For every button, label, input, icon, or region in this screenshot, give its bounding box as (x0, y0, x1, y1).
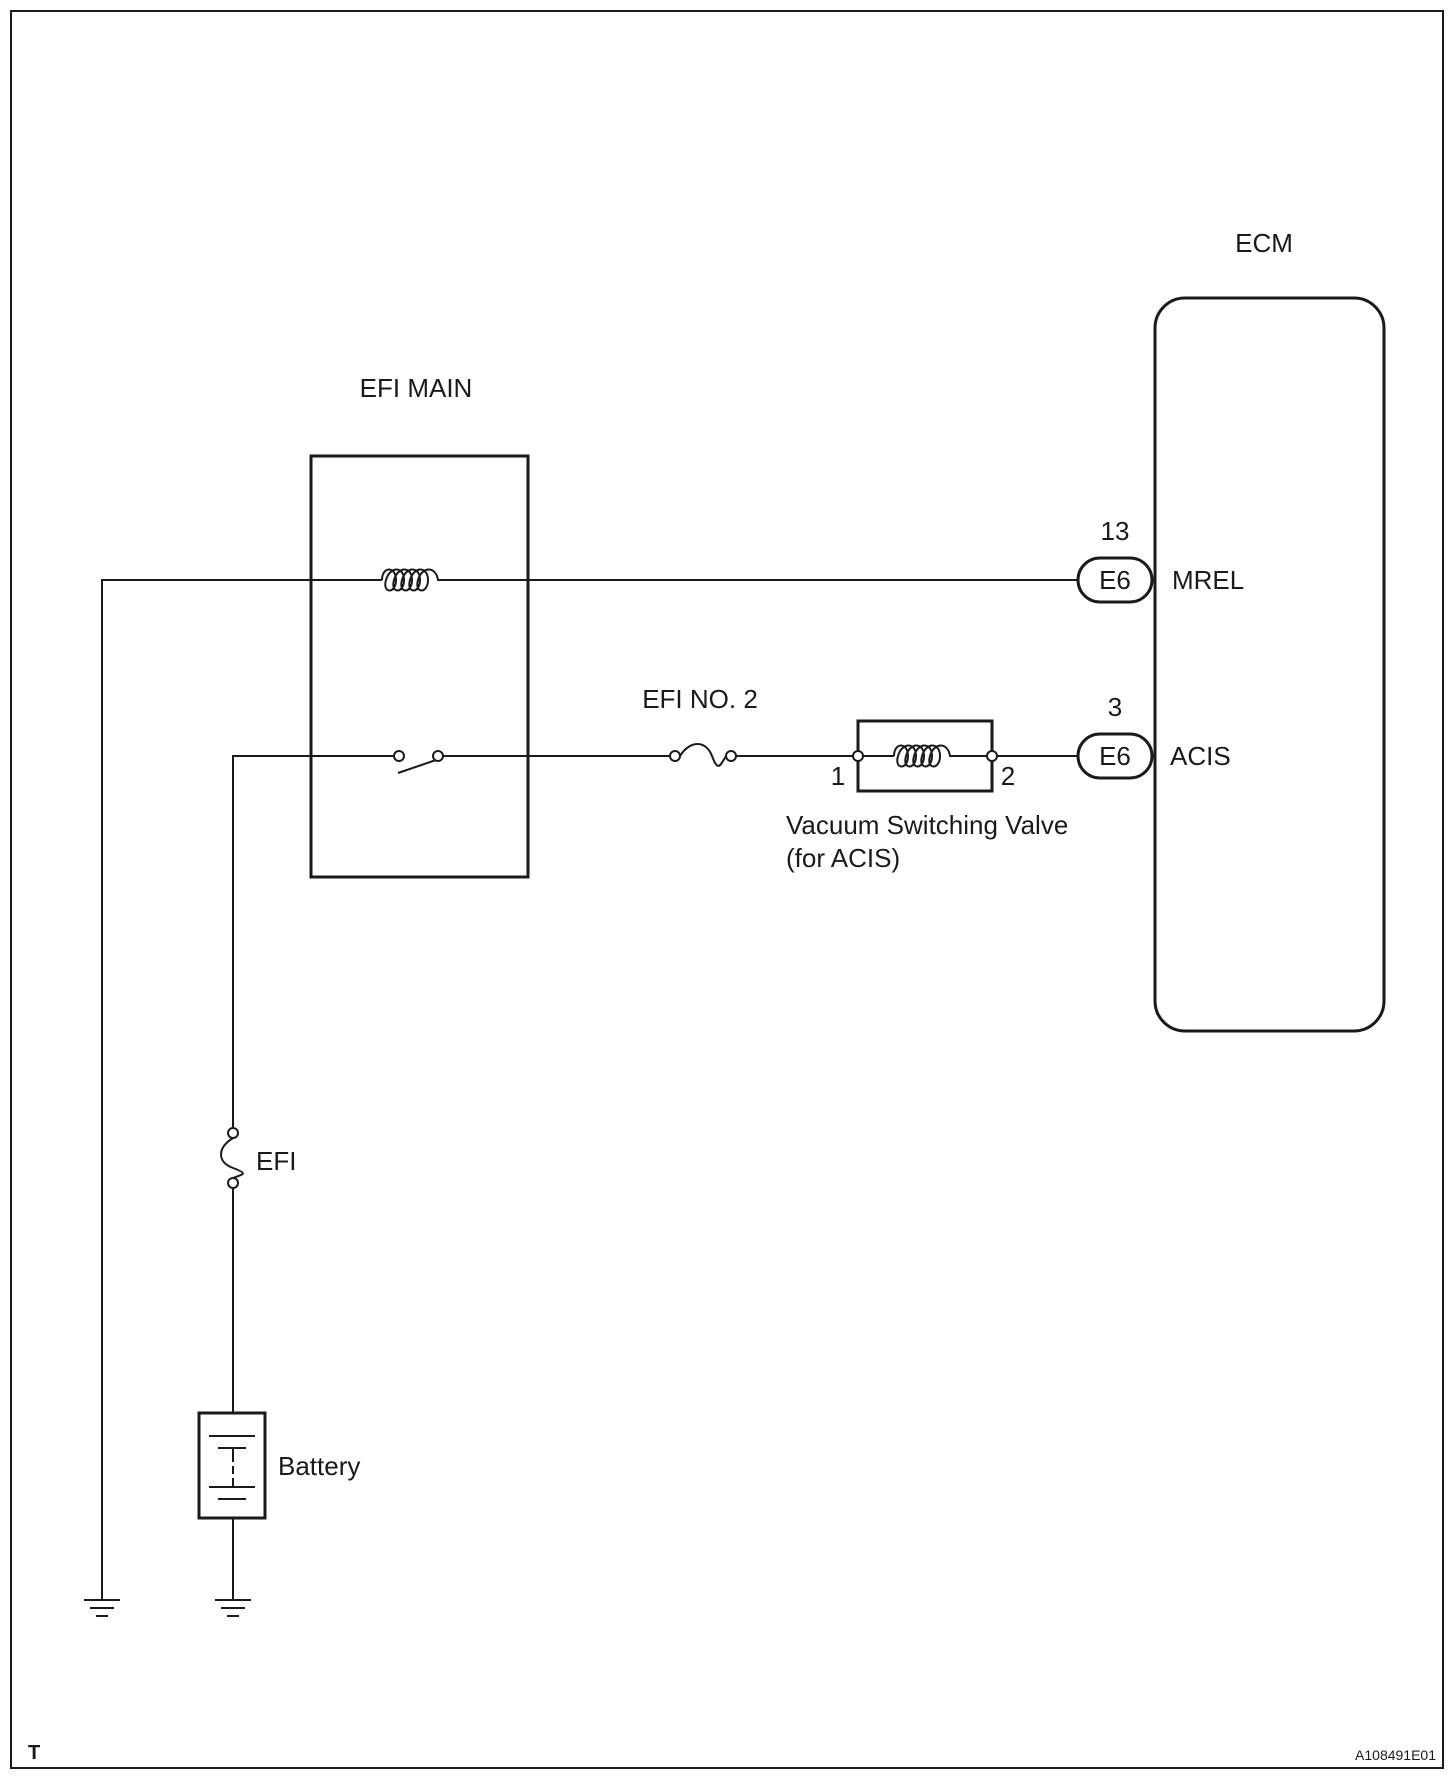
ecm-block (1153, 296, 1386, 1033)
acis-connector-code: E6 (1099, 741, 1131, 771)
vsv-pin2-label: 2 (1001, 761, 1015, 791)
connector-e6-mrel (1076, 556, 1154, 604)
acis-pin-number: 3 (1108, 692, 1122, 722)
fuse-efi-label: EFI (256, 1146, 296, 1176)
figure-code: A108491E01 (1355, 1747, 1436, 1763)
efi-main-label: EFI MAIN (360, 373, 473, 403)
fuse-efi-no2-label: EFI NO. 2 (642, 684, 758, 714)
vsv-pin1-label: 1 (831, 761, 845, 791)
ecm-label: ECM (1235, 228, 1293, 258)
vsv-label-line2: (for ACIS) (786, 843, 900, 873)
relay-switch-blade-icon (397, 759, 437, 774)
fuse-efi-top-node (227, 1127, 239, 1139)
efi-main-relay-box (309, 454, 530, 879)
vsv-label-line1: Vacuum Switching Valve (786, 810, 1068, 840)
acis-signal-label: ACIS (1170, 741, 1231, 771)
fuse-efi-bottom-node (227, 1177, 239, 1189)
diagram-frame (10, 10, 1444, 1769)
battery-box (197, 1411, 267, 1520)
wire-mrel-ground (101, 579, 382, 1600)
switch-contact-left (393, 750, 405, 762)
fuse-efi-icon (220, 1137, 244, 1179)
fuse-efi-no2-left-node (669, 750, 681, 762)
battery-label: Battery (278, 1451, 360, 1481)
ground-icon-relay-coil (84, 1599, 120, 1617)
wire-efi-to-switch (232, 755, 394, 1128)
fuse-efi-no2-right-node (725, 750, 737, 762)
ground-icon-battery (215, 1599, 251, 1617)
corner-mark: T (28, 1742, 40, 1764)
vsv-terminal-2 (986, 750, 998, 762)
mrel-connector-code: E6 (1099, 565, 1131, 595)
vsv-terminal-1 (852, 750, 864, 762)
mrel-signal-label: MREL (1172, 565, 1244, 595)
mrel-pin-number: 13 (1101, 516, 1130, 546)
connector-e6-acis (1076, 732, 1154, 780)
fuse-efi-no2-icon (679, 743, 727, 767)
relay-coil-icon (381, 568, 444, 592)
vsv-coil-icon (893, 744, 956, 768)
